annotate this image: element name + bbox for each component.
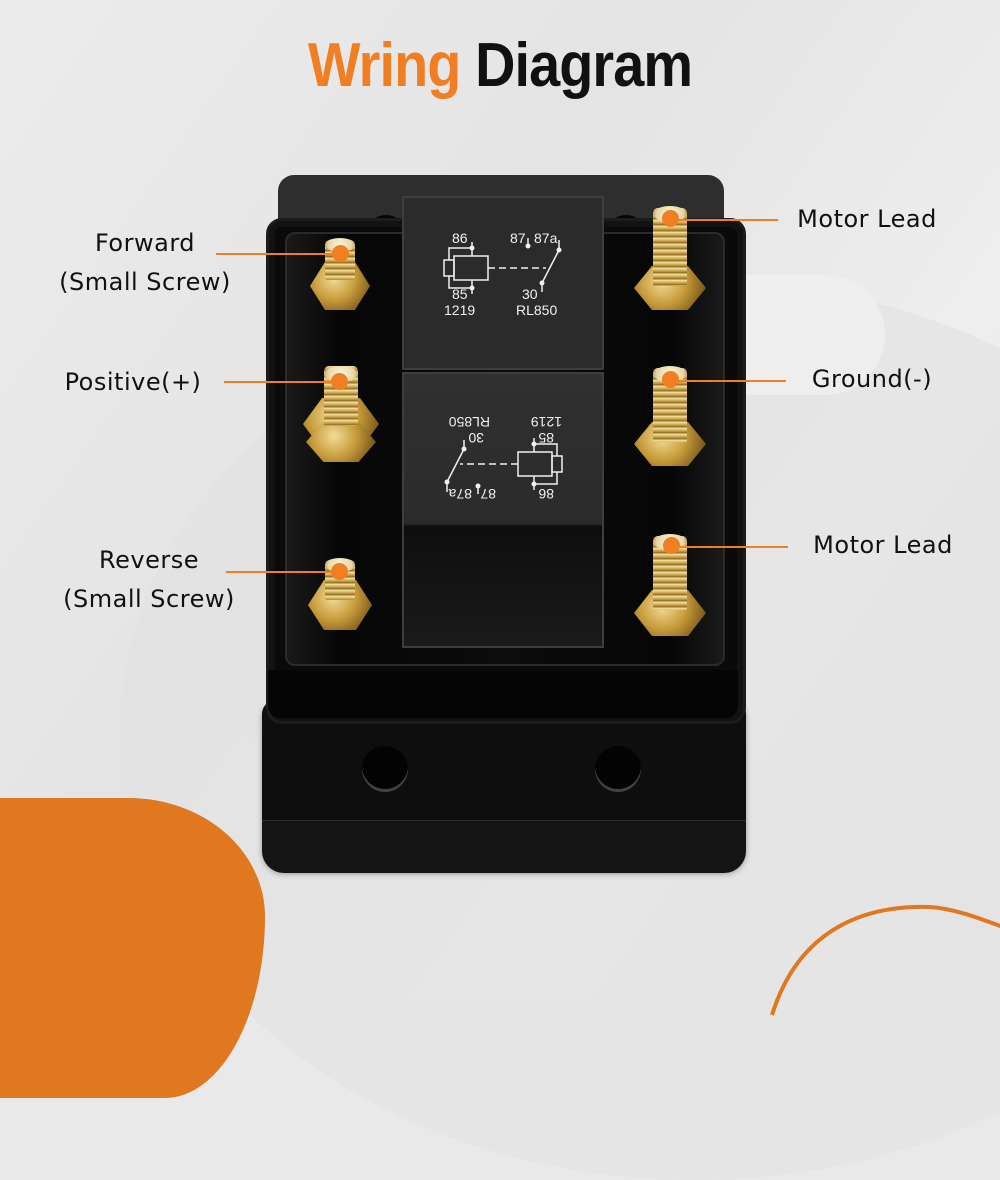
terminal-motor-lead-1[interactable]	[628, 200, 712, 315]
relay-schematic-icon	[444, 438, 563, 494]
pin-label-85: 85	[452, 286, 468, 302]
pin-label-87a: 87a	[448, 486, 472, 502]
housing-front-face	[268, 670, 738, 718]
label-forward: Forward (Small Screw)	[30, 224, 260, 302]
relay-upper: 86 85 87 87a 30 1219 RL850	[402, 196, 604, 370]
label-reverse-line1: Reverse	[99, 546, 199, 574]
label-forward-line1: Forward	[94, 229, 195, 257]
pin-label-87: 87	[510, 230, 526, 246]
leader-line-motor-lead-1	[670, 219, 778, 221]
marker-dot-positive	[331, 373, 348, 390]
label-motor-lead-1-text: Motor Lead	[797, 205, 937, 233]
page-title: Wring Diagram	[50, 30, 950, 101]
pin-label-30: 30	[522, 286, 538, 302]
label-reverse: Reverse (Small Screw)	[34, 541, 264, 619]
orange-blob-decoration	[0, 798, 265, 1098]
pin-label-30: 30	[468, 430, 484, 446]
terminal-motor-lead-2[interactable]	[628, 528, 712, 643]
mount-hole	[595, 746, 641, 792]
leader-line-motor-lead-2	[670, 546, 788, 548]
relay-model: RL850	[516, 302, 558, 318]
pin-label-87: 87	[480, 486, 496, 502]
relay-part-code: 1219	[530, 414, 562, 430]
orange-curve-decoration	[770, 904, 1000, 1016]
label-positive-line1: Positive(+)	[64, 368, 202, 396]
leader-line-reverse	[226, 571, 340, 573]
leader-line-ground	[670, 380, 786, 382]
marker-dot-motor-lead-2	[663, 537, 680, 554]
relay-schematic-icon	[443, 238, 562, 294]
title-accent-word: Wring	[307, 31, 461, 100]
title-word: Diagram	[475, 31, 693, 100]
relay-model: RL850	[448, 414, 490, 430]
relay-lower: 86 85 87 87a 30 1219 RL850	[402, 372, 604, 648]
relay-part-code: 1219	[444, 302, 476, 318]
pin-label-86: 86	[538, 486, 554, 502]
marker-dot-forward	[332, 245, 349, 262]
background-pill-shape	[720, 275, 885, 395]
terminal-forward[interactable]	[300, 232, 380, 312]
relay-lower-marking: 86 85 87 87a 30 1219 RL850	[404, 374, 602, 524]
pin-label-85: 85	[538, 430, 554, 446]
marker-dot-motor-lead-1	[662, 210, 679, 227]
marker-dot-reverse	[331, 563, 348, 580]
terminal-positive[interactable]	[298, 360, 384, 470]
label-motor-lead-1: Motor Lead	[782, 200, 952, 239]
label-motor-lead-2: Motor Lead	[798, 526, 968, 565]
label-ground: Ground(-)	[792, 360, 952, 399]
label-motor-lead-2-text: Motor Lead	[813, 531, 953, 559]
label-reverse-line2: (Small Screw)	[63, 585, 235, 613]
leader-line-forward	[216, 253, 342, 255]
marker-dot-ground	[662, 371, 679, 388]
leader-line-positive	[224, 381, 340, 383]
base-plate-edge	[262, 820, 746, 873]
pin-label-87a: 87a	[534, 230, 558, 246]
label-forward-line2: (Small Screw)	[59, 268, 231, 296]
mount-hole	[362, 746, 408, 792]
label-positive: Positive(+)	[38, 363, 228, 402]
pin-label-86: 86	[452, 230, 468, 246]
label-ground-text: Ground(-)	[811, 365, 933, 393]
